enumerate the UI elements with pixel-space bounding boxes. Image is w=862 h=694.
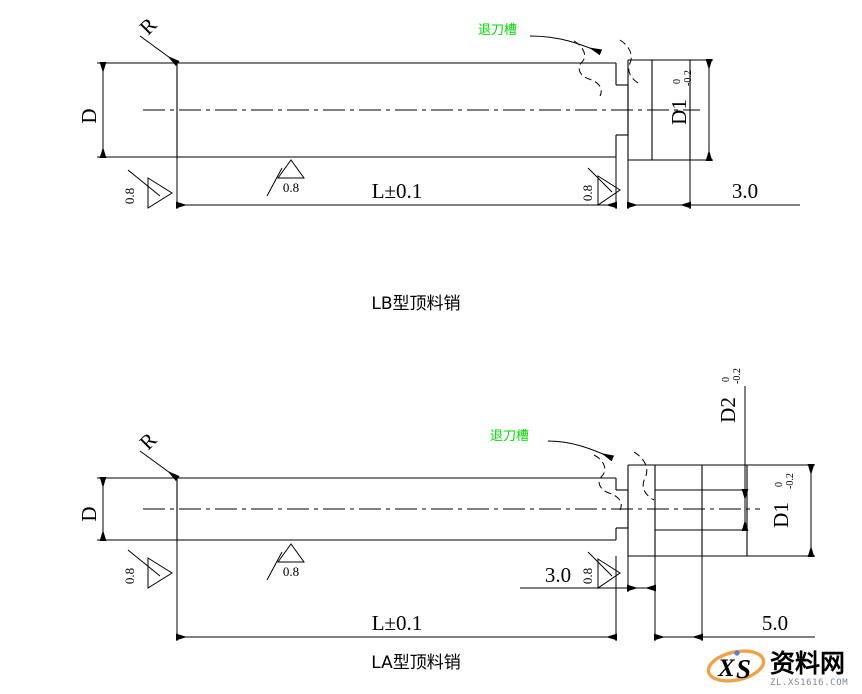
lb-relief-annotation-text: 退刀槽 <box>478 23 517 38</box>
la-head-diameter-tol-upper: 0 <box>774 482 785 487</box>
lb-dim-D <box>97 62 180 158</box>
la-tip-diameter-label: D2 <box>716 397 740 423</box>
la-head-flange <box>627 464 702 557</box>
lb-roughness-shoulder <box>587 167 621 206</box>
lb-head-diameter-group: D1 0 -0.2 <box>667 70 694 125</box>
lb-head-diameter-tol-lower: -0.2 <box>683 70 694 86</box>
lb-drawing-title: LB型顶料销 <box>371 294 460 314</box>
lb-roughness-body-label: 0.8 <box>283 180 299 195</box>
la-tip-diameter-tol-upper: 0 <box>721 377 732 382</box>
la-head-diameter-label: D1 <box>769 502 793 528</box>
la-roughness-shoulder <box>587 551 621 589</box>
la-head-length-label: 5.0 <box>762 611 788 635</box>
lb-body-diameter-label: D <box>77 108 101 123</box>
lb-length-label: L±0.1 <box>372 179 423 203</box>
lb-body-outline <box>176 62 616 158</box>
lb-relief-annotation-leader <box>529 35 603 56</box>
la-head-diameter-group: D1 0 -0.2 <box>769 473 796 528</box>
drawing-la-pin: R D D1 0 -0.2 <box>77 368 815 673</box>
la-relief-annotation-text: 退刀槽 <box>490 429 529 444</box>
site-watermark: X S 资料网 ZL.XS1616.COM <box>706 649 848 688</box>
la-radius-leader <box>139 450 180 482</box>
la-tip-diameter-tol-lower: -0.2 <box>732 368 743 384</box>
lb-radius-label: R <box>135 13 162 40</box>
watermark-swoosh <box>706 649 766 683</box>
lb-roughness-left <box>127 169 173 209</box>
la-dim-head-length <box>654 556 815 641</box>
la-drawing-title: LA型顶料销 <box>371 653 461 673</box>
la-radius-label: R <box>135 428 162 455</box>
la-tip-diameter-group: D2 0 -0.2 <box>716 368 743 423</box>
la-length-label: L±0.1 <box>372 611 423 635</box>
la-roughness-body <box>266 543 305 581</box>
watermark-logo-s: S <box>736 654 751 684</box>
lb-head-diameter-label: D1 <box>667 99 691 125</box>
la-roughness-shoulder-label: 0.8 <box>580 568 595 584</box>
la-body-outline <box>176 477 616 541</box>
lb-roughness-body <box>266 159 305 197</box>
la-head-diameter-tol-lower: -0.2 <box>785 473 796 489</box>
la-roughness-body-label: 0.8 <box>283 564 299 579</box>
la-dim-D1 <box>747 464 815 557</box>
watermark-url: ZL.XS1616.COM <box>770 678 848 688</box>
la-shoulder-length-label: 3.0 <box>545 563 571 587</box>
la-relief-annotation-leader <box>547 440 615 462</box>
lb-dim-D1 <box>690 59 713 161</box>
watermark-dot-icon <box>734 650 740 656</box>
la-body-diameter-label: D <box>77 506 101 521</box>
lb-groove-break-lines <box>573 39 641 97</box>
la-tip-step <box>655 464 748 557</box>
watermark-brand: 资料网 <box>770 649 845 678</box>
lb-dim-head-length <box>627 160 800 209</box>
lb-dim-L <box>176 157 617 209</box>
lb-roughness-left-label: 0.8 <box>122 188 137 204</box>
lb-roughness-shoulder-label: 0.8 <box>580 185 595 201</box>
lb-head-diameter-tol-upper: 0 <box>672 79 683 84</box>
la-dim-D <box>97 477 180 541</box>
lb-radius-leader <box>139 35 180 67</box>
drawing-lb-pin: R D D1 0 -0.2 <box>77 13 800 314</box>
la-groove-break-lines <box>593 451 655 511</box>
la-roughness-left-label: 0.8 <box>122 568 137 584</box>
lb-head-length-label: 3.0 <box>732 179 758 203</box>
watermark-logo-x: X <box>717 655 736 682</box>
la-roughness-left <box>127 549 173 589</box>
